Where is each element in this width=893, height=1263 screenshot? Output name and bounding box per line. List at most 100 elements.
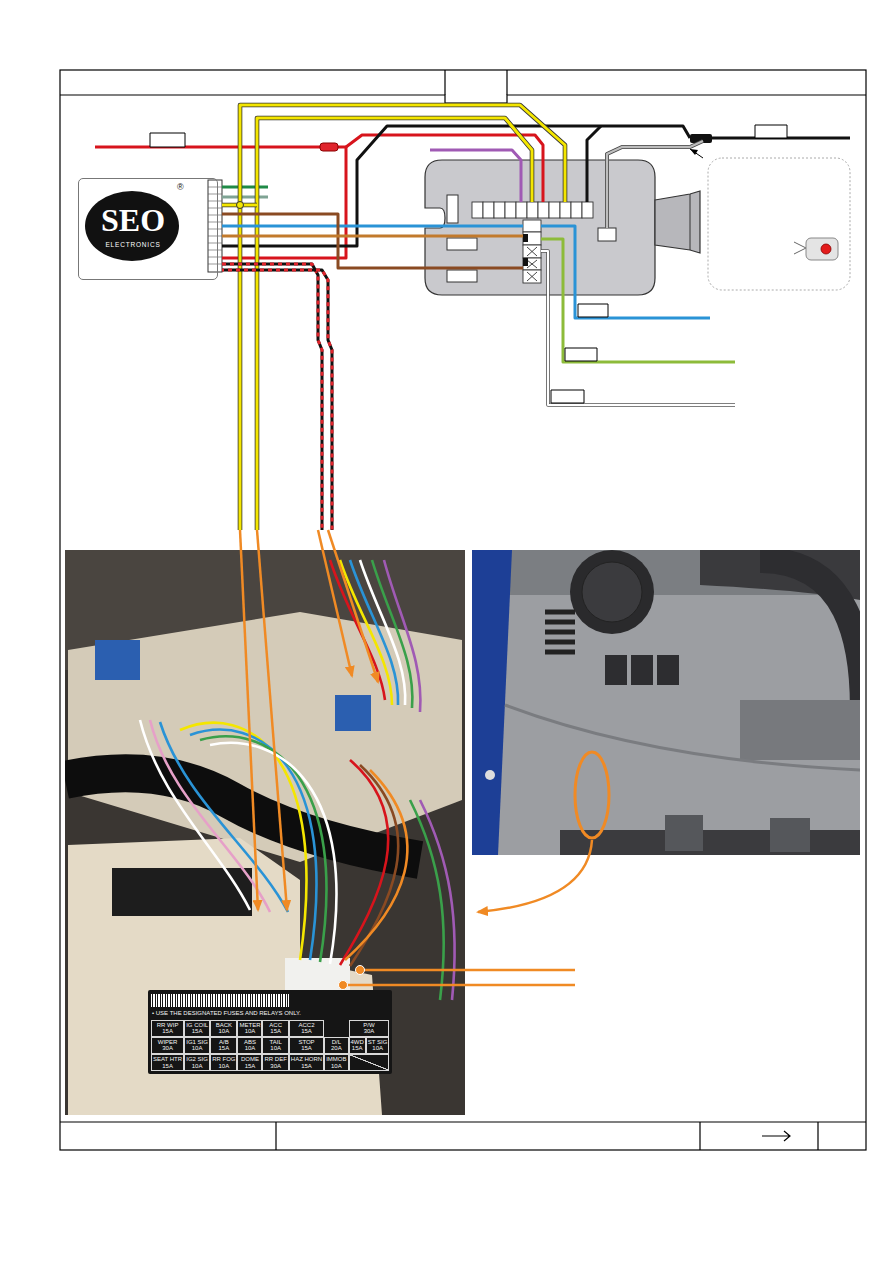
wire-grey-outline (607, 141, 703, 228)
fuse-rating: 10A (239, 1045, 260, 1052)
leader-line (364, 969, 575, 972)
wire-red (346, 135, 543, 202)
pin (527, 202, 538, 218)
wire-yellow (240, 105, 565, 530)
pin-fill (523, 234, 528, 242)
pin (538, 202, 549, 218)
fuse-name: DOME (239, 1056, 260, 1063)
fuse-name: 4WD (351, 1039, 364, 1046)
inline-fuse (320, 143, 338, 151)
wire-green (541, 239, 735, 362)
photo-wire (384, 560, 420, 712)
wire-blue (222, 225, 523, 228)
leader-arrow (240, 530, 258, 910)
unused-mark (527, 247, 537, 281)
fuse-cell: IG COIL15A (184, 1020, 210, 1037)
fuse-cell: IMMOB10A (324, 1054, 348, 1071)
photo-wire (160, 722, 288, 912)
photo-wire (372, 560, 412, 708)
wire-tag (755, 125, 787, 138)
door-edge (472, 550, 512, 855)
wire-white-outline (541, 251, 735, 405)
pointer-line (690, 149, 703, 158)
fuse-name: IG1 SIG (186, 1039, 208, 1046)
wire-purple (430, 150, 521, 202)
pin (505, 202, 516, 218)
panel-seam (505, 705, 860, 770)
fuse-rating: 10A (368, 1045, 388, 1052)
unit-nozzle (655, 191, 700, 253)
fuse-name: D/L (326, 1039, 346, 1046)
fuse-name: ACC2 (291, 1022, 322, 1029)
fuse-cell: HAZ HORN15A (289, 1054, 324, 1071)
fuse-rating: 10A (326, 1063, 346, 1070)
fob-button (821, 244, 831, 254)
fuse-rating: 15A (153, 1028, 182, 1035)
wire-tag (551, 390, 584, 403)
pin-dot (339, 981, 348, 990)
fuse-cell: A/B15A (210, 1037, 237, 1054)
wire-grey-green (222, 196, 268, 199)
fuse-cell: ABS10A (237, 1037, 262, 1054)
unit-pin-row (472, 202, 593, 218)
wire-tag (578, 304, 608, 317)
connector-pins (208, 187, 222, 264)
photo-wire (180, 723, 306, 960)
fuse-rating: 10A (212, 1063, 235, 1070)
dash-panel (472, 550, 860, 855)
fuse-rating: 15A (291, 1045, 322, 1052)
fuse-cell: BACK10A (210, 1020, 237, 1037)
fuse-rating: 15A (351, 1045, 364, 1052)
pin (516, 202, 527, 218)
fuse-rating: 15A (212, 1045, 235, 1052)
page-arrow (762, 1131, 790, 1141)
fuse-cell: 4WD15A (349, 1037, 366, 1054)
pin (483, 202, 494, 218)
fuse-name: IG2 SIG (186, 1056, 208, 1063)
pin-fill (523, 258, 528, 266)
registered-mark: ® (177, 183, 184, 192)
module-box: SEOELECTRONICS® (78, 178, 218, 280)
pin (494, 202, 505, 218)
fuse-name: WIPER (153, 1039, 182, 1046)
blue-connector (95, 640, 140, 680)
air-vent-inner (582, 562, 642, 622)
pin (571, 202, 582, 218)
unit-part (447, 270, 477, 282)
wire-stripe (222, 264, 322, 530)
fuse-rating: 10A (264, 1045, 286, 1052)
fuse-name: IMMOB (326, 1056, 346, 1063)
fuse-rating: 15A (291, 1063, 322, 1070)
fuse-rating: 15A (153, 1063, 182, 1070)
fuse-rating: 10A (186, 1063, 208, 1070)
fuse-name: HAZ HORN (291, 1056, 322, 1063)
pin (560, 202, 571, 218)
relay (598, 228, 616, 241)
fuse-rating: 30A (264, 1063, 286, 1070)
pin-dot (356, 966, 365, 975)
fuse-name: ST SIG (368, 1039, 388, 1046)
blank-cell (349, 1054, 390, 1071)
leader-lines (240, 530, 592, 985)
pin (472, 202, 483, 218)
fuse-rating: 30A (153, 1045, 182, 1052)
footwell (560, 830, 860, 855)
wire-black (222, 126, 850, 246)
fuse-name: P/W (351, 1022, 388, 1029)
wire-yellow (257, 118, 532, 530)
pin (523, 232, 541, 245)
wire-red (95, 146, 320, 149)
wire-yellow-outline (257, 118, 532, 530)
dash-switch (605, 655, 627, 685)
logo-text: SEO (79, 202, 187, 239)
fuse-cell: RR DEF30A (262, 1054, 288, 1071)
fuse-cell: DOME15A (237, 1054, 262, 1071)
fuse-cell: ST SIG10A (366, 1037, 390, 1054)
location-ring (575, 752, 609, 838)
footer-rule (60, 1122, 866, 1150)
fuse-cell: TAIL10A (262, 1037, 288, 1054)
module-connector (208, 180, 222, 272)
fuse-rating: 15A (239, 1063, 260, 1070)
